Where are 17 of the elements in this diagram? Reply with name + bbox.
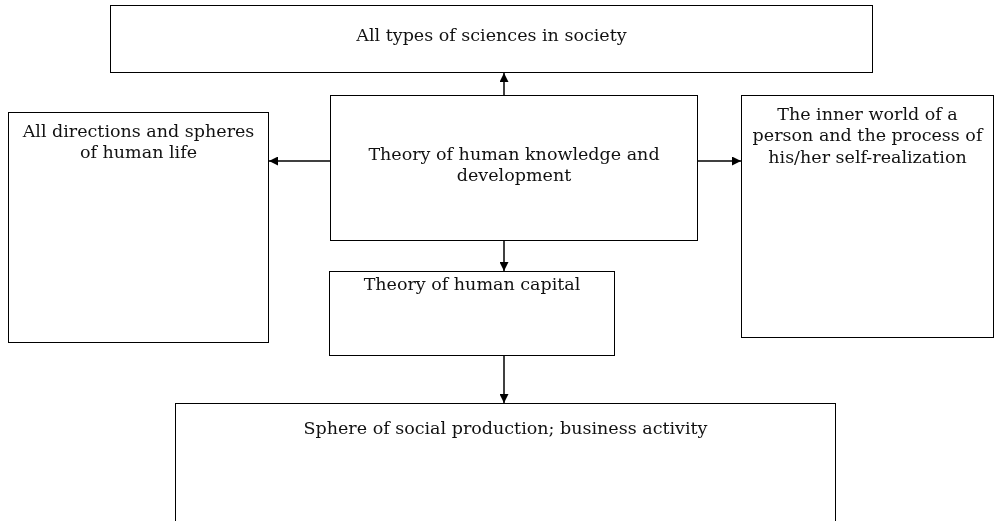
- text-box: [329, 271, 615, 356]
- box-text: Theory of human knowledge and development: [367, 143, 661, 187]
- text-box: [741, 95, 994, 338]
- box-text: Theory of human capital: [363, 274, 581, 296]
- arrow: [499, 72, 509, 96]
- box-text: All directions and spheres of human life: [21, 121, 256, 164]
- text-box: [175, 403, 836, 521]
- box-text: Sphere of social production; business activity: [303, 418, 708, 440]
- arrow: [499, 355, 509, 404]
- text-box: [110, 5, 873, 73]
- arrow: [268, 156, 331, 166]
- box-text: The inner world of a person and the process of his/her self-realization: [752, 104, 983, 169]
- arrow: [697, 156, 742, 166]
- text-box: [8, 112, 269, 343]
- arrow: [499, 240, 509, 272]
- box-text: All types of sciences in society: [356, 25, 627, 47]
- text-box: [330, 95, 698, 241]
